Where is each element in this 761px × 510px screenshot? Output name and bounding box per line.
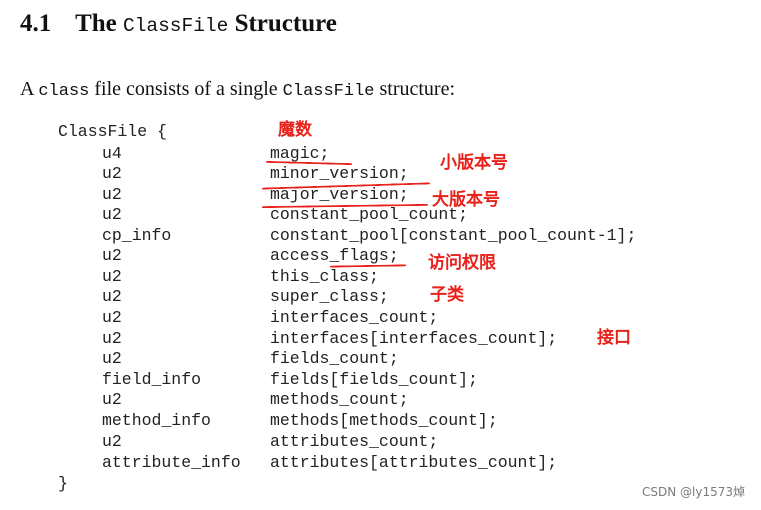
annotation-minor-version: 小版本号: [440, 153, 508, 173]
code-field: methods[methods_count];: [270, 411, 498, 430]
annotation-super-class: 子类: [430, 285, 464, 305]
intro-part3: structure:: [379, 78, 456, 100]
code-field: attributes[attributes_count];: [270, 453, 558, 472]
heading-word-structure: Structure: [234, 10, 337, 37]
annotation-interfaces: 接口: [597, 328, 631, 348]
intro-part1: A: [20, 78, 34, 100]
code-type: u2: [102, 432, 122, 451]
intro-part2: file consists of a single: [94, 78, 278, 100]
code-field: this_class;: [270, 267, 379, 286]
annotation-access-flags: 访问权限: [428, 253, 496, 273]
code-type: u2: [102, 246, 122, 265]
annotation-magic: 魔数: [278, 120, 312, 140]
code-field: minor_version;: [270, 164, 409, 183]
code-field: interfaces_count;: [270, 308, 439, 327]
code-type: u4: [102, 144, 122, 163]
code-field: attributes_count;: [270, 432, 439, 451]
code-open-line: ClassFile {: [58, 122, 167, 141]
code-type: u2: [102, 308, 122, 327]
intro-code1: class: [38, 82, 90, 101]
code-type: u2: [102, 205, 122, 224]
code-close-line: }: [58, 474, 68, 493]
code-field: fields_count;: [270, 349, 399, 368]
code-field: constant_pool_count;: [270, 205, 469, 224]
code-field: access_flags;: [270, 246, 399, 265]
code-type: u2: [102, 287, 122, 306]
code-field: interfaces[interfaces_count];: [270, 329, 558, 348]
code-field: super_class;: [270, 287, 389, 306]
code-field: constant_pool[constant_pool_count-1];: [270, 226, 637, 245]
code-type: u2: [102, 267, 122, 286]
heading-word-the: The: [75, 10, 117, 37]
code-field: fields[fields_count];: [270, 370, 478, 389]
code-field: major_version;: [270, 185, 409, 204]
intro-sentence: A class file consists of a single ClassF…: [20, 78, 455, 101]
code-type: attribute_info: [102, 453, 241, 472]
annotation-major-version: 大版本号: [432, 190, 500, 210]
section-number: 4.1: [20, 10, 52, 37]
code-type: field_info: [102, 370, 202, 389]
watermark: CSDN @ly1573焯: [641, 485, 745, 499]
code-type: u2: [102, 329, 122, 348]
heading-code-word: ClassFile: [123, 15, 229, 37]
code-type: u2: [102, 349, 122, 368]
section-heading: 4.1 The ClassFile Structure: [20, 10, 337, 38]
code-field: methods_count;: [270, 390, 409, 409]
intro-code2: ClassFile: [282, 82, 375, 101]
code-type: u2: [102, 164, 122, 183]
code-type: method_info: [102, 411, 211, 430]
code-type: cp_info: [102, 226, 172, 245]
code-type: u2: [102, 390, 122, 409]
code-field: magic;: [270, 144, 330, 163]
code-type: u2: [102, 185, 122, 204]
